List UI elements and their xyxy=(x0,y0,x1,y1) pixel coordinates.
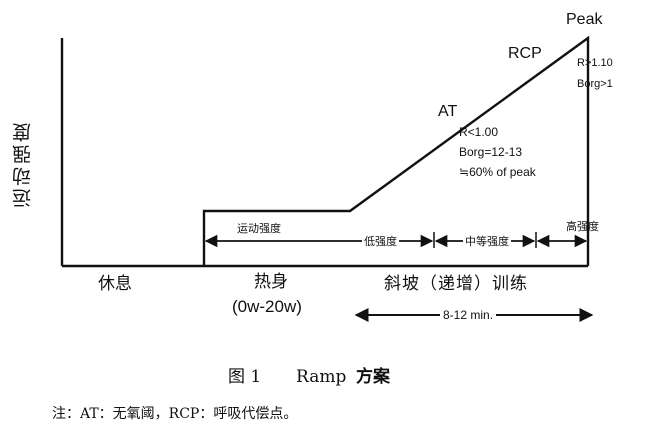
figure-number: 图 1 xyxy=(228,367,262,387)
rcp-label: RCP xyxy=(508,45,542,62)
peak-borg-annotation: Borg>1 xyxy=(577,78,613,90)
ramp-phase-label: 斜坡（递增）训练 xyxy=(384,274,528,294)
peak-label: Peak xyxy=(566,11,603,28)
figure-note: 注：AT：无氧阈，RCP：呼吸代偿点。 xyxy=(52,406,298,422)
y-axis-label: 运动强度 xyxy=(12,120,34,208)
warmup-intensity-label: 运动强度 xyxy=(237,222,281,235)
figure-title-latin: Ramp xyxy=(296,367,347,387)
high-intensity-label: 高强度 xyxy=(566,220,599,233)
ramp-duration-label: 8-12 min. xyxy=(440,309,497,321)
at-percent-annotation: ≒60% of peak xyxy=(459,165,536,179)
warmup-power-label: (0w-20w) xyxy=(232,297,302,316)
intensity-profile-line xyxy=(202,35,590,266)
at-borg-annotation: Borg=12-13 xyxy=(459,145,523,159)
peak-r-annotation: R>1.10 xyxy=(577,57,613,69)
moderate-intensity-label: 中等强度 xyxy=(463,235,511,248)
rest-phase-label: 休息 xyxy=(98,274,132,294)
warmup-phase-label: 热身 xyxy=(254,272,288,292)
at-label: AT xyxy=(438,103,458,120)
at-r-annotation: R<1.00 xyxy=(459,125,499,139)
low-intensity-label: 低强度 xyxy=(362,235,399,248)
figure-title-cjk: 方案 xyxy=(356,367,390,387)
